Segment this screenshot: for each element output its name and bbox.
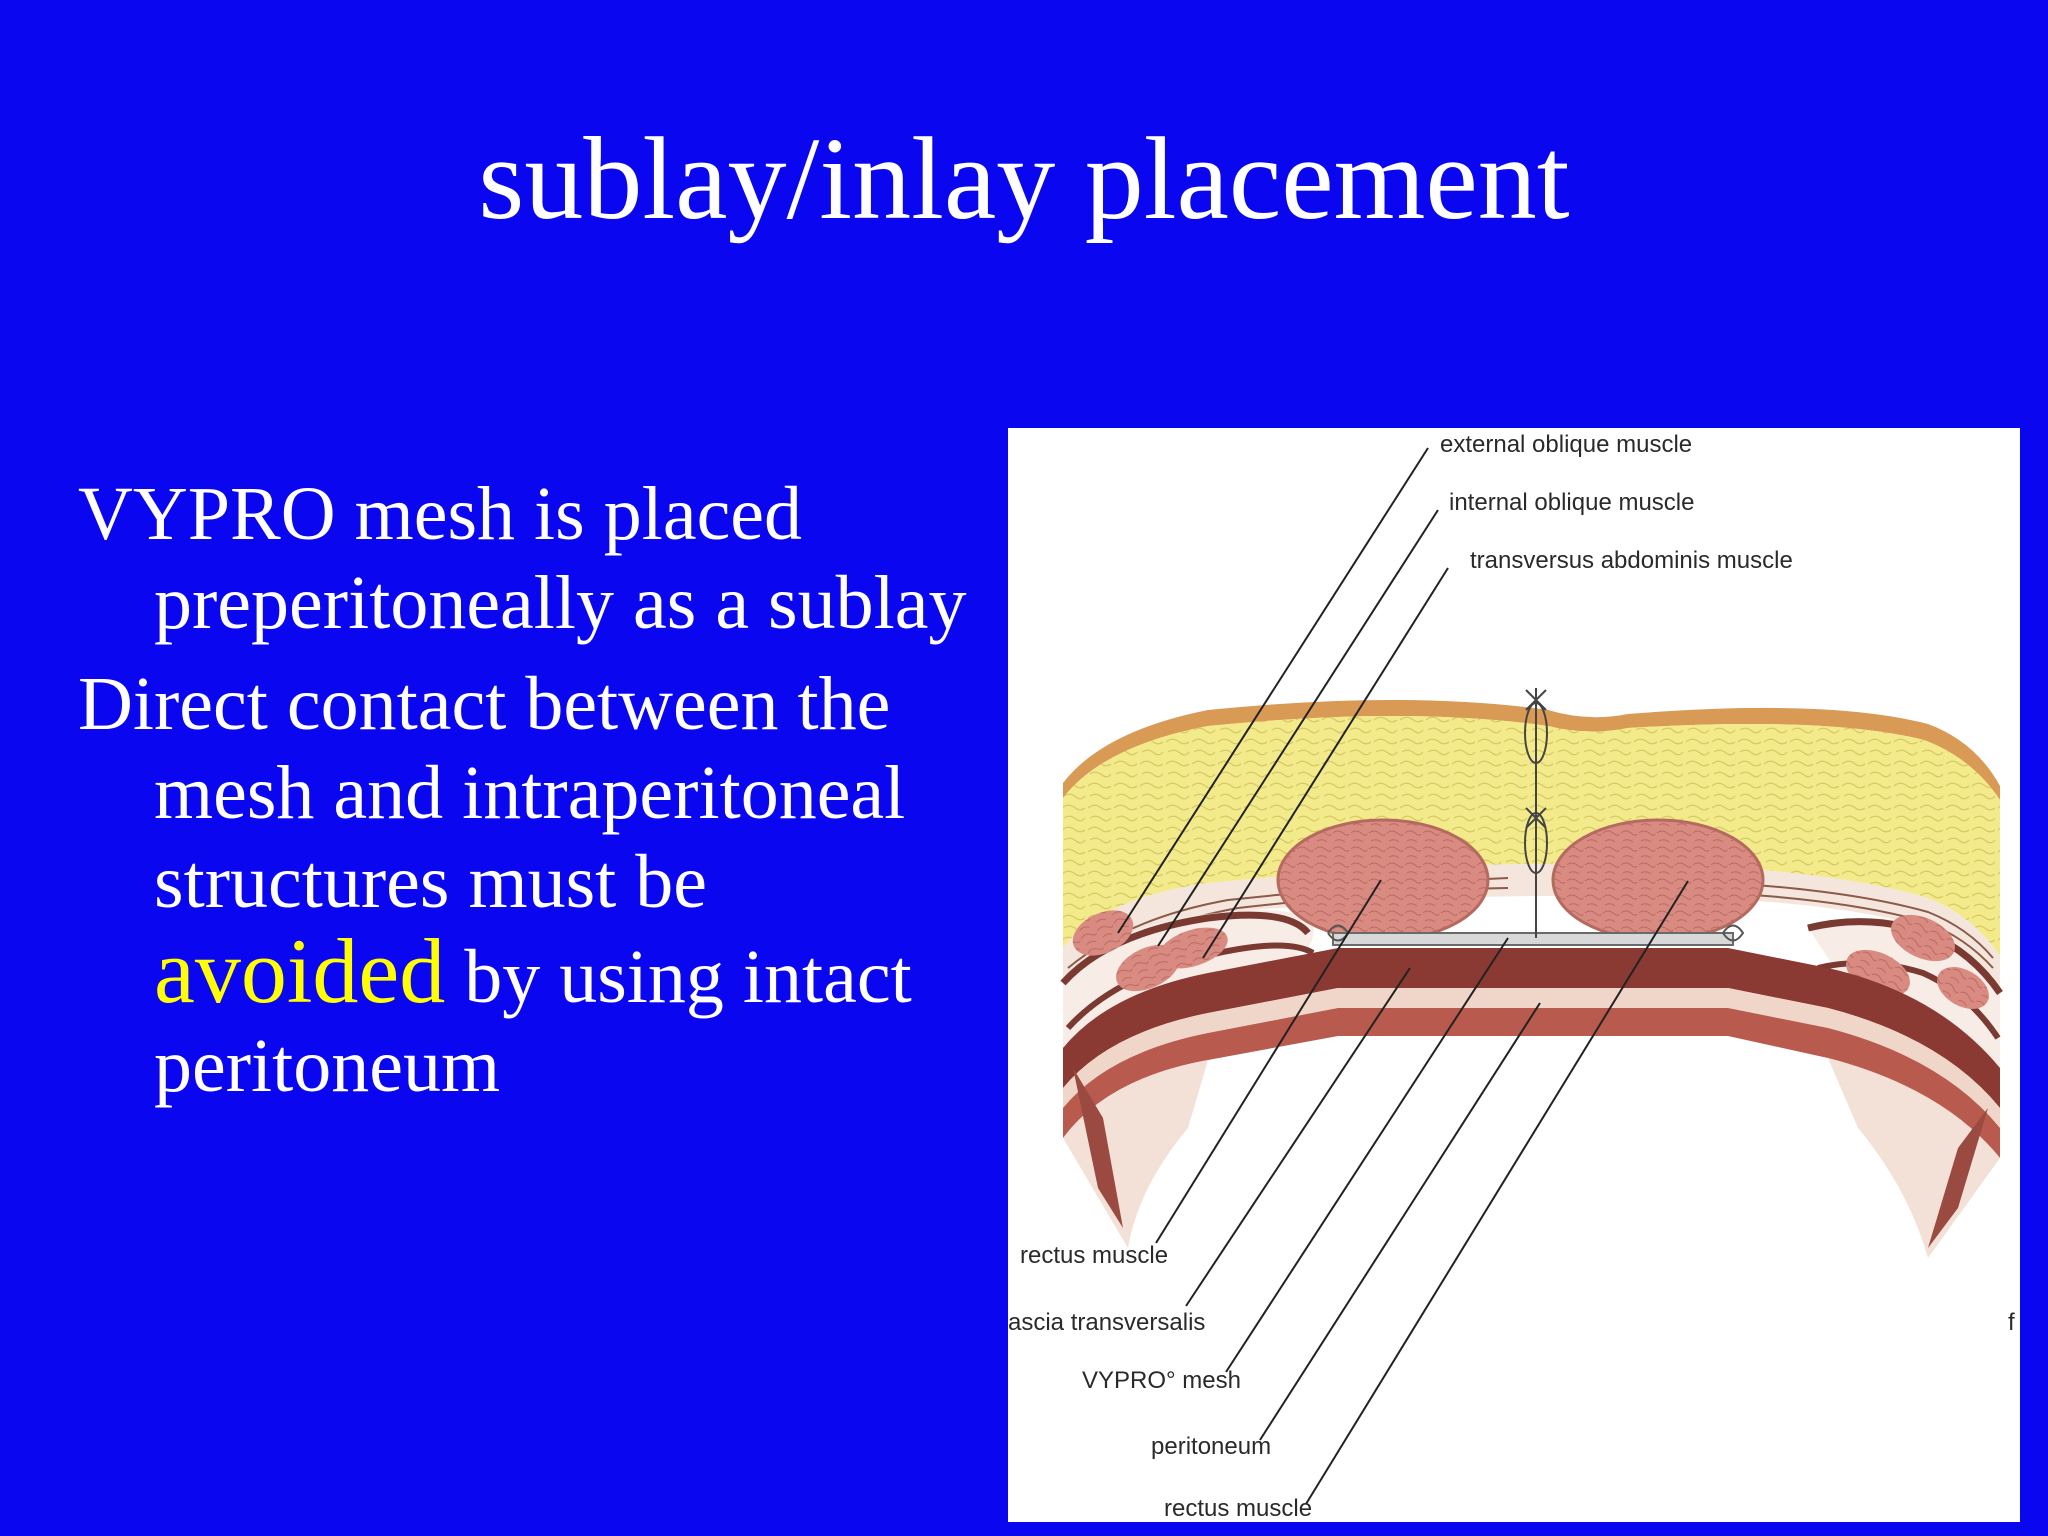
label-transversus: transversus abdominis muscle [1470, 547, 1793, 574]
anatomy-figure: external oblique muscle internal oblique… [1008, 428, 2020, 1522]
rectus-muscle-left [1276, 818, 1490, 942]
leader-lines [1117, 447, 1689, 1505]
fat-layer [1063, 716, 2000, 956]
label-internal-oblique: internal oblique muscle [1449, 489, 1694, 516]
label-vypro-mesh: VYPRO° mesh [1082, 1367, 1241, 1394]
bullet-item: VYPRO mesh is placed preperitoneally as … [78, 470, 978, 648]
skin-layer [1063, 700, 2000, 800]
oblique-muscle-left [1072, 910, 1134, 956]
deep-layer-1 [1063, 948, 2000, 1108]
bullet-text-before: Direct contact between the mesh and intr… [78, 662, 906, 924]
bullet-text-after: by using intact peritoneum [154, 935, 912, 1108]
bullet-text: VYPRO mesh is placed preperitoneally as … [78, 472, 967, 645]
bullet-list: VYPRO mesh is placed preperitoneally as … [78, 470, 978, 1123]
highlighted-word: avoided [154, 920, 446, 1022]
oblique-muscle-right [1891, 914, 1955, 962]
slide-title: sublay/inlay placement [478, 113, 1570, 244]
vypro-mesh [1332, 932, 1734, 946]
label-rectus-muscle-2: rectus muscle [1164, 1495, 1312, 1522]
label-fascia-transversalis: ascia transversalis [1008, 1309, 1205, 1336]
abdominal-wall-diagram: external oblique muscle internal oblique… [1008, 431, 2015, 1522]
label-external-oblique: external oblique muscle [1440, 431, 1692, 458]
rectus-muscle-right [1551, 818, 1765, 942]
bullet-item: Direct contact between the mesh and intr… [78, 660, 978, 1111]
label-edge-mark: f [2008, 1309, 2015, 1336]
label-peritoneum: peritoneum [1151, 1433, 1271, 1460]
label-rectus-muscle: rectus muscle [1020, 1242, 1168, 1269]
